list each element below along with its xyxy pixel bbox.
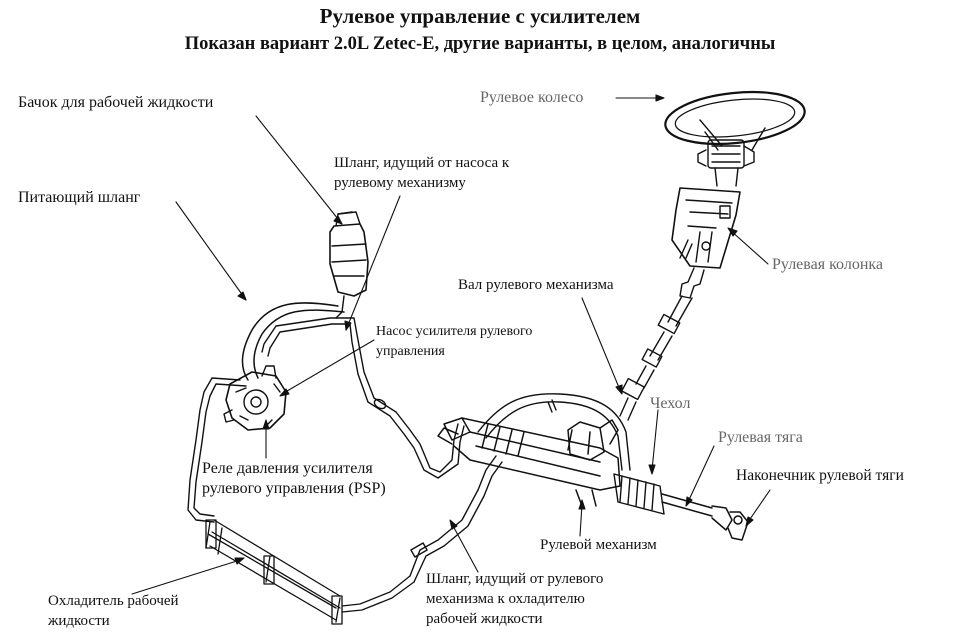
label-psp-line2: рулевого управления (PSP)	[202, 480, 386, 497]
label-psp-line1: Реле давления усилителя	[202, 460, 373, 477]
label-tie-rod: Рулевая тяга	[718, 429, 803, 446]
steering-pump	[223, 365, 287, 431]
label-cooler-line1: Охладитель рабочей	[48, 593, 179, 609]
label-boot: Чехол	[650, 395, 691, 412]
boot	[613, 473, 665, 515]
label-hose-pump-to-gear-line1: Шланг, идущий от насоса к	[334, 155, 510, 171]
label-hose-pump-to-gear-line2: рулевому механизму	[334, 175, 466, 191]
return-line	[187, 377, 247, 523]
leader-lines	[131, 94, 771, 595]
label-reservoir: Бачок для рабочей жидкости	[18, 94, 214, 111]
label-steering-column: Рулевая колонка	[772, 256, 884, 273]
hose-pump-to-gear	[261, 317, 465, 479]
label-steering-shaft: Вал рулевого механизма	[458, 277, 614, 293]
label-hose-gear-to-cooler-line3: рабочей жидкости	[426, 611, 543, 627]
steering-column	[671, 187, 741, 299]
label-hose-gear-to-cooler-line2: механизма к охладителю	[426, 591, 585, 607]
steering-shaft	[619, 295, 693, 421]
label-pump-line2: управления	[376, 344, 445, 359]
label-supply-hose: Питающий шланг	[18, 189, 141, 206]
label-steering-gear: Рулевой механизм	[540, 537, 657, 553]
diagram-subtitle: Показан вариант 2.0L Zetec-E, другие вар…	[184, 34, 776, 54]
fluid-reservoir	[329, 211, 369, 319]
label-steering-wheel: Рулевое колесо	[480, 89, 584, 106]
label-hose-gear-to-cooler-line1: Шланг, идущий от рулевого	[426, 571, 604, 587]
tie-rod	[661, 493, 749, 541]
label-pump-line1: Насос усилителя рулевого	[376, 324, 533, 339]
supply-hose	[241, 302, 345, 381]
diagram-title: Рулевое управление с усилителем	[319, 4, 641, 28]
pressure-hose-arc	[477, 393, 631, 471]
hose-gear-to-cooler	[409, 455, 503, 583]
label-cooler-line2: жидкости	[48, 613, 110, 629]
steering-wheel	[664, 90, 806, 187]
label-tie-rod-end: Наконечник рулевой тяги	[736, 467, 904, 484]
fluid-cooler	[205, 519, 415, 625]
steering-gear	[437, 417, 621, 507]
